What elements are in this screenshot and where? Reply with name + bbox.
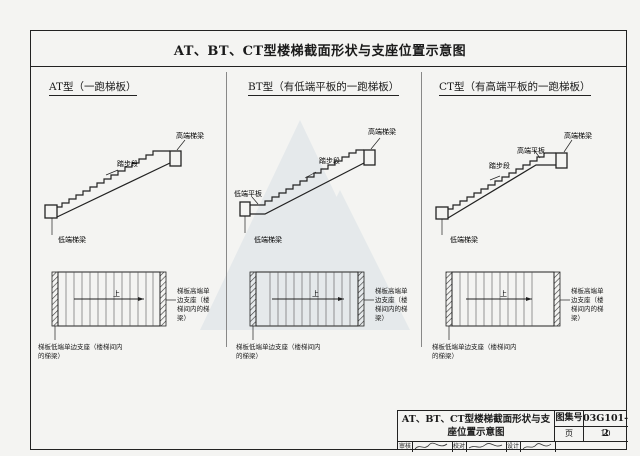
- review-signature: [412, 442, 453, 452]
- bt-plan-view: 上: [249, 271, 374, 340]
- bt-steps-text: 踏步段: [319, 156, 340, 165]
- page-label: 页: [555, 426, 584, 441]
- at-plan-up-text: 上: [113, 289, 120, 298]
- page-number: 10: [600, 429, 611, 438]
- bt-type-label: BT型（有低端平板的一跑梯板）: [248, 79, 400, 96]
- bt-high-beam-text: 高端梯梁: [368, 127, 396, 136]
- atlas-number: 03G101-2: [583, 413, 629, 439]
- ct-plan-high-support: [553, 271, 561, 327]
- at-low-beam-text: 低端梯梁: [58, 235, 86, 244]
- bt-plan-slab: [255, 271, 359, 327]
- drawing-title: AT、BT、CT型楼梯截面形状与支座位置示意图: [173, 44, 467, 59]
- check-label: 校对: [452, 442, 467, 452]
- ct-section-view: 踏步段 高端平板 高端梯梁 低端梯梁: [435, 131, 592, 244]
- at-high-support-note: 梯板高端单边支座（楼梯间内的梯梁）: [177, 287, 210, 322]
- check-signature: [466, 442, 507, 452]
- at-high-beam-text: 高端梯梁: [176, 131, 204, 140]
- at-low-support-note: 梯板低端单边支座（楼梯间内的梯梁）: [38, 343, 123, 360]
- title-divider: [30, 66, 627, 67]
- column-divider: [226, 72, 227, 347]
- ct-high-beam: [555, 152, 568, 169]
- at-high-beam: [169, 150, 182, 167]
- ct-low-beam: [435, 206, 449, 220]
- bt-high-beam: [363, 149, 376, 166]
- at-plan-low-support: [51, 271, 59, 327]
- at-low-beam: [44, 204, 58, 219]
- bt-low-beam-text: 低端梯梁: [254, 235, 282, 244]
- bt-stair-steps: [250, 149, 364, 206]
- at-slab-soffit: [56, 162, 171, 218]
- ct-plan-up-text: 上: [500, 289, 507, 298]
- ct-stair-steps: [448, 152, 556, 210]
- ct-steps-text: 踏步段: [489, 161, 510, 170]
- ct-low-support-note: 梯板低端单边支座（楼梯间内的梯梁）: [432, 343, 517, 360]
- bt-low-support-note: 梯板低端单边支座（楼梯间内的梯梁）: [236, 343, 321, 360]
- at-steps-text: 踏步段: [117, 159, 138, 168]
- column-divider: [421, 72, 422, 347]
- bt-slab-soffit: [250, 162, 365, 215]
- bt-section-view: 踏步段 高端梯梁 低端平板 低端梯梁: [234, 127, 396, 244]
- ct-high-beam-text: 高端梯梁: [564, 131, 592, 140]
- ct-plan-view: 上: [445, 271, 570, 340]
- at-plan-slab: [57, 271, 161, 327]
- bt-plan-low-support: [249, 271, 257, 327]
- ct-type-label: CT型（有高端平板的一跑梯板）: [439, 79, 591, 96]
- bt-low-beam: [239, 201, 251, 217]
- design-signature: [520, 442, 556, 452]
- atlas-number-label: 图集号: [555, 411, 584, 427]
- ct-plan-low-support: [445, 271, 453, 327]
- review-label: 审核: [398, 442, 413, 452]
- at-stair-steps: [57, 150, 170, 208]
- ct-slab-soffit: [447, 164, 556, 219]
- at-plan-high-support: [159, 271, 167, 327]
- bt-high-support-note: 梯板高端单边支座（楼梯间内的梯梁）: [375, 287, 408, 322]
- title-block: AT、BT、CT型楼梯截面形状与支座位置示意图 图集号 03G101-2 页 1…: [397, 410, 629, 452]
- bt-plan-high-support: [357, 271, 365, 327]
- at-type-label: AT型（一跑梯板）: [49, 79, 137, 96]
- drawing-frame: [30, 30, 627, 450]
- title-block-drawing-name: AT、BT、CT型楼梯截面形状与支座位置示意图: [398, 411, 555, 441]
- bt-low-slab-text: 低端平板: [234, 189, 262, 198]
- at-plan-view: 上: [51, 271, 176, 340]
- at-section-view: 踏步段 高端梯梁 低端梯梁: [44, 131, 204, 244]
- signature-row: 审核 校对 设计: [398, 441, 628, 452]
- design-label: 设计: [506, 442, 521, 452]
- bt-plan-up-text: 上: [312, 289, 319, 298]
- ct-plan-slab: [451, 271, 555, 327]
- ct-low-beam-text: 低端梯梁: [450, 235, 478, 244]
- ct-high-slab-text: 高端平板: [517, 146, 545, 155]
- ct-high-support-note: 梯板高端单边支座（楼梯间内的梯梁）: [571, 287, 604, 322]
